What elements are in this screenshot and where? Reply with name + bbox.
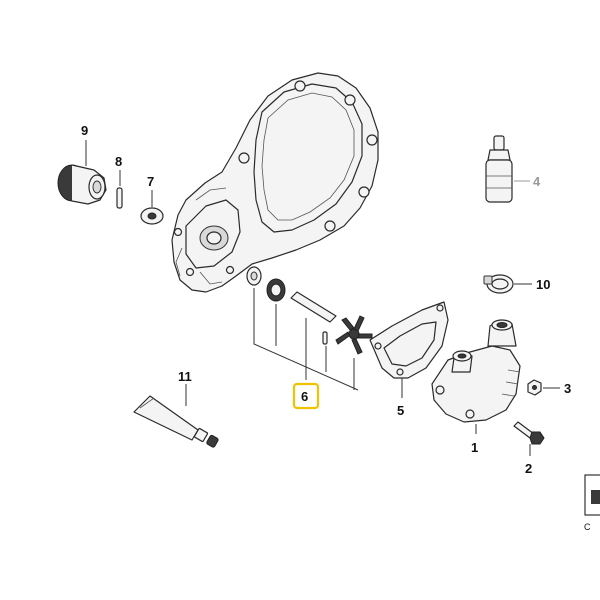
- part-2-bolt[interactable]: [513, 421, 545, 445]
- part-4-bottle: [485, 135, 513, 203]
- callout-4: 4: [533, 174, 541, 189]
- callout-10[interactable]: 10: [536, 277, 550, 292]
- part-7-washer[interactable]: [140, 207, 164, 225]
- callout-1[interactable]: 1: [471, 440, 478, 455]
- callout-9[interactable]: 9: [81, 123, 88, 138]
- callout-11[interactable]: 11: [178, 369, 192, 384]
- callout-6-highlight: [292, 382, 320, 410]
- part-6-water-pump-set[interactable]: [246, 266, 373, 355]
- part-11-sealant-tube[interactable]: [133, 395, 219, 448]
- part-1-pump-cover[interactable]: [431, 319, 521, 423]
- callout-5[interactable]: 5: [397, 403, 404, 418]
- callout-7[interactable]: 7: [147, 174, 154, 189]
- corner-logo-fragment: C: [584, 474, 600, 532]
- callout-6[interactable]: 6: [301, 389, 308, 404]
- callout-8[interactable]: 8: [115, 154, 122, 169]
- part-10-hose-clamp[interactable]: [483, 274, 514, 294]
- part-8-pin[interactable]: [116, 187, 123, 209]
- svg-text:C: C: [584, 522, 591, 532]
- part-3-nut[interactable]: [527, 379, 542, 396]
- engine-cover-housing: [171, 72, 379, 293]
- callout-2[interactable]: 2: [525, 461, 532, 476]
- callout-3[interactable]: 3: [564, 381, 571, 396]
- part-5-gasket[interactable]: [369, 301, 449, 379]
- part-9-gear[interactable]: [57, 164, 107, 205]
